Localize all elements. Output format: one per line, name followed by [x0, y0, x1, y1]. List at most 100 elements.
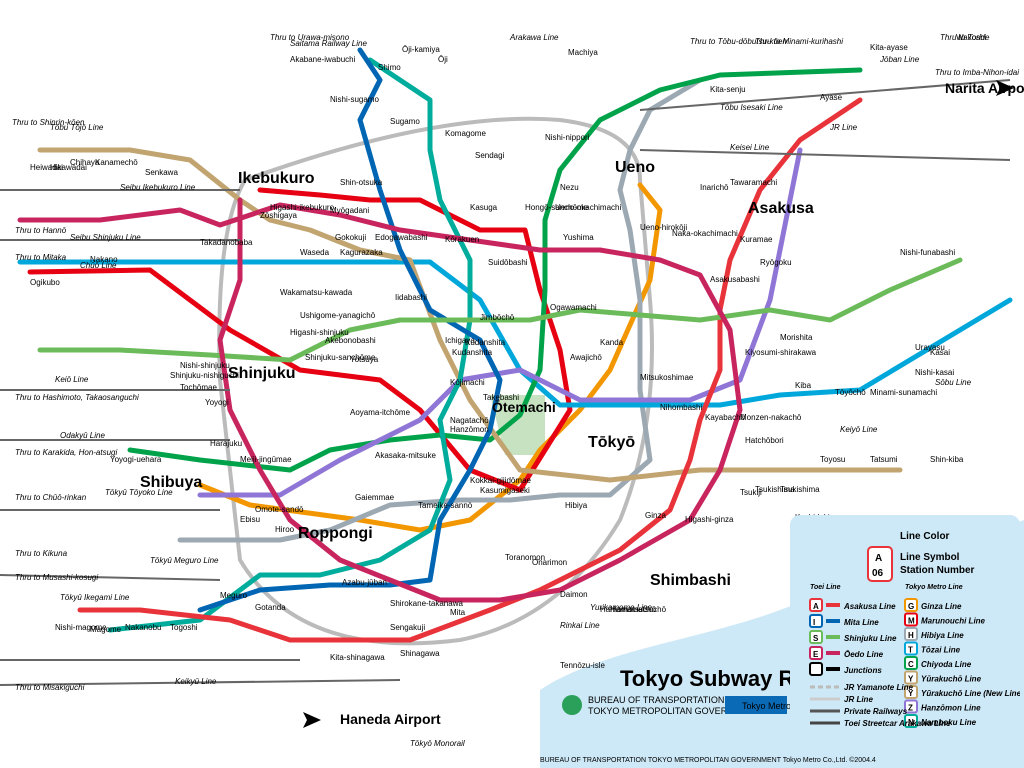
station-label[interactable]: Awajichō	[570, 353, 602, 362]
station-label[interactable]: Asakusabashi	[710, 275, 760, 284]
station-label[interactable]: Sengakuji	[390, 623, 425, 632]
station-label[interactable]: Aoyama-itchōme	[350, 408, 411, 417]
station-label[interactable]: Ōji	[438, 55, 448, 64]
station-label[interactable]: Tsukishima	[780, 485, 820, 494]
station-label[interactable]: Onarimon	[532, 558, 567, 567]
station-label[interactable]: Urayasu	[915, 343, 945, 352]
station-tokyo[interactable]: Tōkyō	[588, 434, 635, 451]
station-label[interactable]: Sendagi	[475, 151, 505, 160]
station-label[interactable]: Magome	[90, 625, 122, 634]
station-label[interactable]: Nishi-magome	[55, 623, 107, 632]
station-label[interactable]: Shinjuku-nishiguchi	[170, 371, 239, 380]
station-label[interactable]: Shinjuku-sanchōme	[305, 353, 376, 362]
station-asakusa[interactable]: Asakusa	[748, 200, 814, 217]
station-label[interactable]: Toyosu	[820, 455, 845, 464]
station-label[interactable]: Suidōbashi	[488, 258, 528, 267]
station-label[interactable]: Shinagawa	[400, 649, 440, 658]
station-label[interactable]: Nishi-shinjuku	[180, 361, 230, 370]
station-roppongi[interactable]: Roppongi	[298, 525, 373, 542]
station-label[interactable]: Kuramae	[740, 235, 773, 244]
station-label[interactable]: Tennōzu-isle	[560, 661, 605, 670]
station-label[interactable]: Kita-ayase	[870, 43, 908, 52]
station-label[interactable]: Jimbōchō	[480, 313, 515, 322]
station-label[interactable]: Higashi-ginza	[685, 515, 734, 524]
station-label[interactable]: Yoyogi	[205, 398, 229, 407]
station-label[interactable]: Waseda	[300, 248, 330, 257]
station-label[interactable]: Ogikubo	[30, 278, 60, 287]
station-label[interactable]: Ebisu	[240, 515, 260, 524]
station-label[interactable]: Chihaya	[70, 158, 100, 167]
station-label[interactable]: Nagatachō	[450, 416, 489, 425]
station-label[interactable]: Hatchōbori	[745, 436, 784, 445]
station-label[interactable]: Sugamo	[390, 117, 420, 126]
station-label[interactable]: Ginza	[645, 511, 666, 520]
station-label[interactable]: Tsukiji	[740, 488, 762, 497]
station-label[interactable]: Hikawadai	[50, 163, 87, 172]
station-label[interactable]: Nakanobu	[125, 623, 161, 632]
station-label[interactable]: Machiya	[568, 48, 598, 57]
station-label[interactable]: Shin-kiba	[930, 455, 964, 464]
station-label[interactable]: Hamamatsuchō	[600, 605, 657, 614]
station-label[interactable]: Kudanshita	[452, 348, 493, 357]
station-label[interactable]: Monzen-nakachō	[740, 413, 802, 422]
station-label[interactable]: Kiyosumi-shirakawa	[745, 348, 817, 357]
station-label[interactable]: Shin-otsuka	[340, 178, 383, 187]
station-label[interactable]: Nihombashi	[660, 403, 702, 412]
station-otemachi[interactable]: Ōtemachi	[492, 398, 556, 415]
station-label[interactable]: Nezu	[560, 183, 579, 192]
station-label[interactable]: Kita-senju	[710, 85, 746, 94]
station-label[interactable]: Yushima	[563, 233, 594, 242]
station-label[interactable]: Wakoshi	[956, 33, 987, 42]
station-label[interactable]: Nakano	[90, 255, 118, 264]
station-label[interactable]: Nishi-nippori	[545, 133, 590, 142]
station-label[interactable]: Kasai	[930, 348, 950, 357]
station-label[interactable]: Tōyōchō	[835, 388, 866, 397]
station-label[interactable]: Tameike-sannō	[418, 501, 473, 510]
station-label[interactable]: Heiwadai	[30, 163, 63, 172]
station-label[interactable]: Daimon	[560, 590, 588, 599]
station-label[interactable]: Naka-okachimachi	[672, 229, 738, 238]
station-label[interactable]: Senkawa	[145, 168, 178, 177]
station-haneda-airport[interactable]: Haneda Airport	[340, 711, 441, 727]
station-label[interactable]: Kanamechō	[95, 158, 138, 167]
station-shimbashi[interactable]: Shimbashi	[650, 572, 731, 589]
station-label[interactable]: Tatsumi	[870, 455, 898, 464]
station-label[interactable]: Ushigome-yanagichō	[300, 311, 376, 320]
station-shinjuku[interactable]: Shinjuku	[228, 365, 296, 382]
station-label[interactable]: Gaiemmae	[355, 493, 395, 502]
station-label[interactable]: Kayabachō	[705, 413, 746, 422]
station-label[interactable]: Kōrakuen	[445, 235, 479, 244]
station-label[interactable]: Gotanda	[255, 603, 286, 612]
station-label[interactable]: Kanda	[600, 338, 624, 347]
station-label[interactable]: Meguro	[220, 591, 248, 600]
station-label[interactable]: Minami-sunamachi	[870, 388, 937, 397]
station-label[interactable]: Kokkai-gijidōmae	[470, 476, 531, 485]
station-ueno[interactable]: Ueno	[615, 159, 655, 176]
station-label[interactable]: Higashi-shinjuku	[290, 328, 349, 337]
station-label[interactable]: Hiroo	[275, 525, 295, 534]
station-label[interactable]: Ueno-okachimachi	[555, 203, 621, 212]
station-label[interactable]: Edogawabashi	[375, 233, 428, 242]
station-label[interactable]: Kiba	[795, 381, 812, 390]
station-ikebukuro[interactable]: Ikebukuro	[238, 170, 315, 187]
station-label[interactable]: Akasaka-mitsuke	[375, 451, 436, 460]
station-label[interactable]: Kōjimachi	[450, 378, 485, 387]
station-label[interactable]: Yotsuya	[350, 355, 379, 364]
station-label[interactable]: Kasuga	[470, 203, 498, 212]
station-label[interactable]: Ryōgoku	[760, 258, 792, 267]
station-label[interactable]: Ogawamachi	[550, 303, 597, 312]
station-label[interactable]: Hamamatsuchō	[610, 605, 667, 614]
station-label[interactable]: Inarichō	[700, 183, 729, 192]
station-label[interactable]: Shirokane-takanawa	[390, 599, 463, 608]
station-label[interactable]: Tochōmae	[180, 383, 217, 392]
station-label[interactable]: Toranomon	[505, 553, 545, 562]
station-label[interactable]: Meiji-jingūmae	[240, 455, 292, 464]
station-label[interactable]: Nishi-sugamo	[330, 95, 379, 104]
station-label[interactable]: Takadanobaba	[200, 238, 253, 247]
station-label[interactable]: Zōshigaya	[260, 211, 297, 220]
station-label[interactable]: Tsukishima	[755, 485, 795, 494]
station-label[interactable]: Kita-shinagawa	[330, 653, 385, 662]
station-label[interactable]: Tawaramachi	[730, 178, 777, 187]
station-label[interactable]: Myōgadani	[330, 206, 369, 215]
station-label[interactable]: Higashi-ikebukuro	[270, 203, 335, 212]
